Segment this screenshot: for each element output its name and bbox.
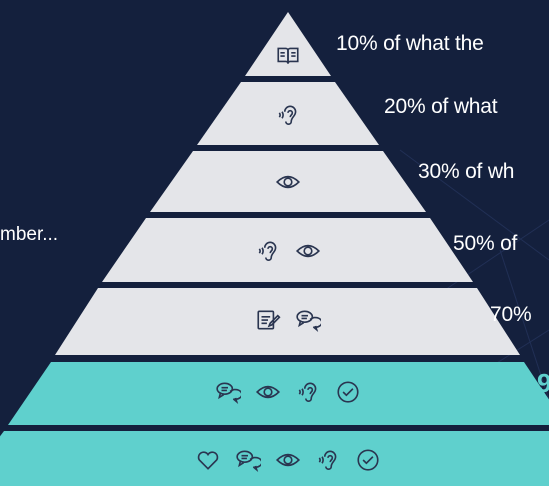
speech-bubbles-icon [295, 307, 321, 333]
heart-icon [195, 447, 221, 473]
tier-1-icons [268, 36, 308, 76]
book-icon [275, 43, 301, 69]
note-icon [255, 307, 281, 333]
ear-icon [275, 102, 301, 128]
check-icon [335, 379, 361, 405]
ear-icon [255, 238, 281, 264]
ear-icon [315, 447, 341, 473]
ear-icon [295, 379, 321, 405]
side-text: mber... [0, 224, 59, 245]
tier-7-icons [138, 440, 438, 480]
tier-4-icons [208, 231, 368, 271]
tier-7 [0, 431, 549, 486]
level-2-label: 20% of what [384, 95, 498, 118]
level-3-label: 30% of wh [418, 160, 515, 183]
level-6-label: 9 [537, 368, 549, 398]
eye-icon [255, 379, 281, 405]
check-icon [355, 447, 381, 473]
level-4-label: 50% of [453, 232, 518, 255]
tier-2 [197, 82, 379, 145]
tier-5-icons [208, 300, 368, 340]
tier-3 [150, 151, 426, 212]
eye-icon [275, 447, 301, 473]
tier-5 [55, 288, 520, 355]
tier-4 [102, 218, 473, 282]
level-1-label: 10% of what the [336, 32, 484, 55]
tier-2-icons [248, 95, 328, 135]
level-5-label: 70% [490, 303, 532, 326]
tier-1 [245, 12, 331, 76]
tier-3-icons [248, 162, 328, 202]
eye-icon [295, 238, 321, 264]
speech-bubbles-icon [215, 379, 241, 405]
eye-icon [275, 169, 301, 195]
tier-6 [8, 362, 549, 425]
tier-6-icons [168, 372, 408, 412]
speech-bubbles-icon [235, 447, 261, 473]
